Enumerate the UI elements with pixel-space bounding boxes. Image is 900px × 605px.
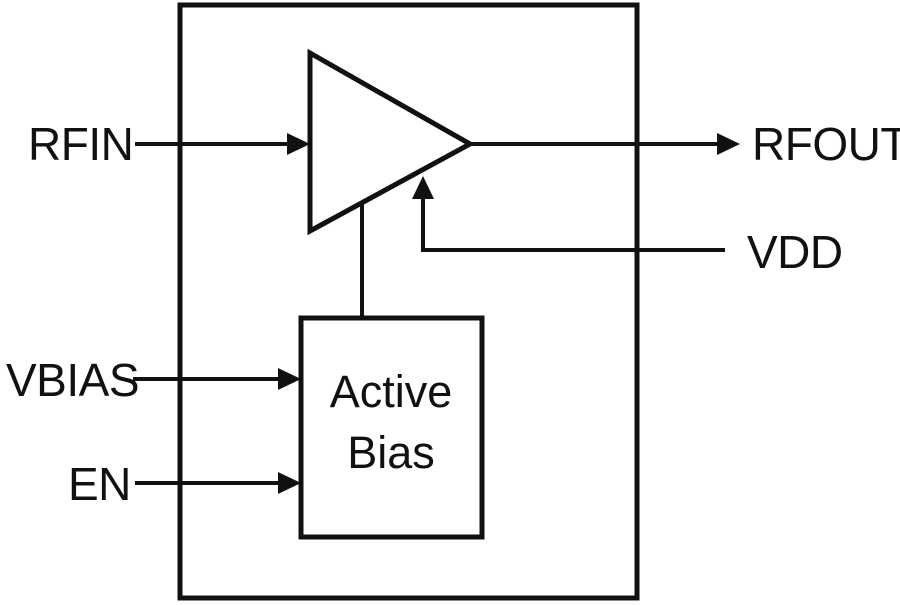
pin-label-vbias: VBIAS: [6, 354, 139, 406]
pin-group-rfin: RFIN: [28, 118, 310, 170]
wire-vdd: [421, 194, 725, 252]
pin-label-vdd: VDD: [747, 226, 843, 278]
arrowhead-rfout: [717, 133, 740, 155]
pin-group-rfout: RFOUT: [468, 118, 900, 170]
arrowhead-en: [278, 472, 301, 494]
pin-group-en: EN: [68, 458, 301, 510]
pin-label-en: EN: [68, 458, 131, 510]
pin-label-rfin: RFIN: [28, 118, 133, 170]
active-bias-block: Active Bias: [298, 315, 485, 540]
pin-group-vbias: VBIAS: [6, 354, 301, 406]
device-package-boundary: [177, 2, 640, 601]
active-bias-label-line2: Bias: [347, 427, 435, 478]
active-bias-label-line1: Active: [330, 366, 453, 417]
active-bias-block-outline: [298, 315, 485, 540]
pin-group-vdd: VDD: [412, 176, 843, 278]
arrowhead-vbias: [278, 368, 301, 390]
arrowhead-rfin: [287, 133, 310, 155]
pin-label-rfout: RFOUT: [752, 118, 900, 170]
amplifier-triangle-symbol: [307, 48, 476, 236]
arrowhead-vdd-to-amplifier: [412, 176, 434, 199]
